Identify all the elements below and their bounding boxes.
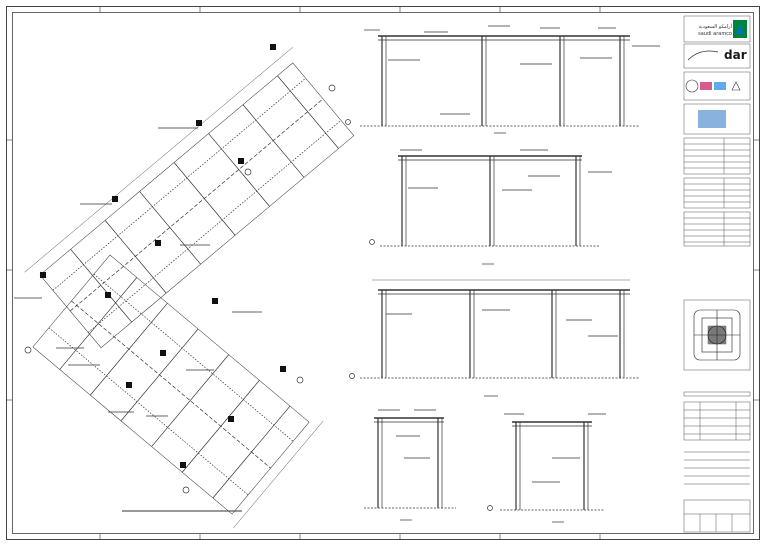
- partner-logo-icon: [685, 79, 741, 128]
- section-1: [345, 25, 660, 134]
- title-block-lines: [683, 15, 751, 533]
- section-3: [349, 279, 640, 397]
- dar-swoosh: [687, 50, 719, 61]
- framing-plan: [14, 44, 355, 529]
- key-plan-icon: [693, 309, 741, 361]
- section-4: [364, 409, 456, 521]
- section-5: [487, 413, 606, 523]
- aramco-logo-icon: [733, 20, 747, 38]
- section-views: [345, 25, 660, 523]
- outer-border: [6, 6, 760, 540]
- inner-border: [12, 12, 754, 534]
- client-logo-arabic: أرامكو السعودية: [698, 24, 732, 30]
- section-2: [369, 149, 612, 265]
- dar-logo-icon: dar: [724, 48, 747, 62]
- border-ticks: [6, 6, 760, 540]
- client-logo-latin: saudi aramco: [698, 31, 732, 37]
